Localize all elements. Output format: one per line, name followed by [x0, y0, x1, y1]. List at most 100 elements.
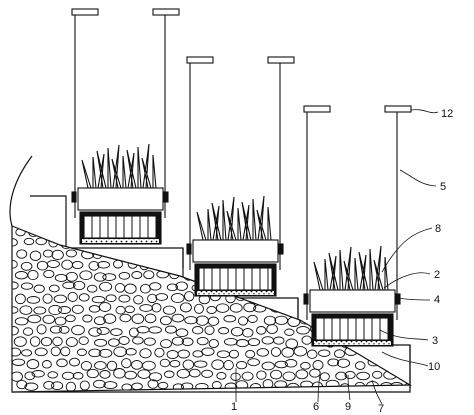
stone: [24, 371, 36, 381]
stone: [22, 327, 34, 336]
stone: [65, 314, 76, 323]
stone: [143, 337, 156, 346]
stone: [86, 368, 99, 379]
stone: [59, 325, 70, 334]
clamp: [186, 243, 192, 255]
stone: [36, 324, 47, 335]
stone: [243, 302, 257, 313]
stone: [14, 293, 26, 305]
clamp: [278, 243, 284, 255]
stone: [26, 296, 41, 304]
stone: [256, 370, 267, 380]
gravel-layer: [82, 239, 159, 243]
stone: [358, 239, 373, 248]
stone: [78, 336, 89, 346]
stone: [99, 370, 111, 379]
stone: [401, 262, 410, 271]
label-5: 5: [440, 181, 446, 193]
stone: [223, 315, 237, 323]
stone: [309, 237, 321, 247]
stone: [128, 327, 139, 338]
stone: [42, 314, 56, 324]
grass-plant: [196, 195, 272, 241]
stone: [71, 324, 85, 336]
stone: [323, 239, 334, 248]
stone: [79, 270, 93, 281]
label-10: 10: [428, 361, 440, 373]
stone: [71, 260, 84, 270]
stone: [297, 282, 309, 290]
stone: [149, 282, 162, 291]
stone: [131, 271, 143, 279]
stone: [78, 293, 90, 302]
stone: [391, 229, 405, 238]
stone: [306, 349, 318, 359]
stone: [215, 303, 230, 313]
stone: [72, 372, 84, 380]
stone: [76, 348, 87, 357]
stone: [270, 347, 282, 357]
planter-box: [77, 187, 164, 211]
stone: [175, 328, 189, 338]
stone: [20, 282, 34, 290]
stone: [119, 313, 132, 323]
stone: [314, 226, 326, 238]
stone: [182, 359, 195, 370]
stone: [175, 281, 188, 291]
stone: [397, 284, 410, 293]
stone: [148, 326, 162, 334]
clamp: [303, 293, 309, 305]
stone: [41, 360, 52, 369]
stone: [242, 328, 254, 338]
stone: [147, 379, 159, 389]
stone: [54, 226, 67, 235]
stone: [300, 361, 311, 370]
stone: [147, 293, 158, 304]
stone: [162, 305, 176, 315]
stone: [139, 348, 152, 359]
stone: [79, 380, 90, 391]
stone: [326, 229, 339, 238]
stone: [131, 313, 145, 324]
stone: [143, 270, 155, 280]
filter-bars: [83, 215, 158, 239]
stone: [293, 303, 308, 312]
stone: [315, 249, 328, 261]
stone: [166, 262, 180, 271]
stone: [26, 359, 40, 370]
stone: [164, 325, 177, 334]
stone: [293, 240, 306, 249]
stone: [47, 371, 58, 379]
stone: [346, 236, 357, 246]
stone: [293, 346, 308, 357]
stone: [397, 369, 408, 377]
stone: [266, 324, 278, 335]
stone: [356, 371, 370, 381]
stone: [300, 229, 311, 239]
stone: [309, 368, 321, 378]
stone: [43, 269, 55, 279]
gravel-layer: [314, 341, 391, 345]
stone: [97, 261, 111, 269]
stone: [390, 360, 402, 369]
reference-labels: 12 5 8 2 4 3 10 7 9 6 1: [231, 108, 453, 415]
stone: [327, 358, 340, 367]
stone: [194, 303, 204, 314]
stone: [12, 371, 23, 382]
stone: [94, 361, 107, 370]
stone: [133, 295, 144, 305]
stone: [54, 316, 67, 326]
stone: [91, 295, 106, 304]
stone: [163, 370, 175, 379]
stone: [121, 358, 132, 369]
stone: [98, 348, 113, 358]
stone: [27, 314, 42, 324]
stone: [51, 381, 64, 391]
stone: [336, 229, 351, 238]
stone: [387, 281, 398, 290]
stone: [106, 360, 118, 371]
label-3: 3: [432, 335, 438, 347]
label-7: 7: [378, 403, 384, 415]
stone: [296, 326, 310, 335]
